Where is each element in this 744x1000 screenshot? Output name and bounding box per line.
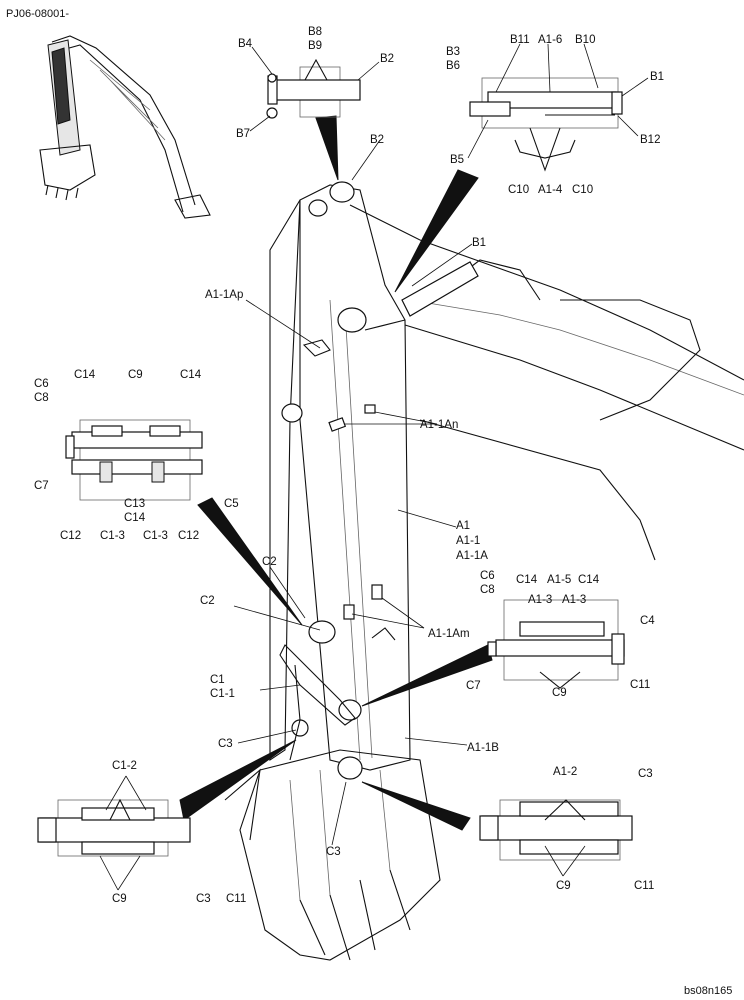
callout-a1-2: A1-2	[553, 766, 577, 778]
callout-c3-low: C3	[326, 846, 341, 858]
callout-b9: B9	[308, 40, 322, 52]
callout-c3-bottom-left: C3	[196, 893, 211, 905]
callout-c1-3-left: C1-3	[100, 530, 125, 542]
leader-lines	[99, 43, 649, 891]
callout-a1-5: A1-5	[547, 574, 571, 586]
callout-a1-1: A1-1	[456, 535, 480, 547]
callout-b5: B5	[450, 154, 464, 166]
callout-b2-mid: B2	[370, 134, 384, 146]
callout-a1-6: A1-6	[538, 34, 562, 46]
callout-b2: B2	[380, 53, 394, 65]
callout-b1: B1	[650, 71, 664, 83]
callout-b11: B11	[510, 34, 530, 46]
callout-c2-a: C2	[262, 556, 277, 568]
callout-c2-b: C2	[200, 595, 215, 607]
detail-pin-bottom-left	[37, 798, 191, 857]
callout-c3-bottom-right: C3	[638, 768, 653, 780]
callout-c11-right: C11	[630, 679, 650, 691]
callout-c1-1: C1-1	[210, 688, 235, 700]
arm-assembly	[224, 181, 744, 961]
detail-pin-b1	[469, 77, 623, 172]
callout-c8-left: C8	[34, 392, 49, 404]
callout-a1-1ap: A1-1Ap	[205, 289, 243, 301]
callout-c6-right: C6	[480, 570, 495, 582]
detail-pointers	[179, 115, 493, 831]
callout-c9-right: C9	[552, 687, 567, 699]
callout-b10: B10	[575, 34, 595, 46]
callout-b3: B3	[446, 46, 460, 58]
callout-c4: C4	[640, 615, 655, 627]
callout-c10-left: C10	[508, 184, 529, 196]
callout-b7: B7	[236, 128, 250, 140]
callout-c1-2: C1-2	[112, 760, 137, 772]
callout-c9-left: C9	[128, 369, 143, 381]
callout-c14-right-1: C14	[516, 574, 538, 586]
callout-a1-1am: A1-1Am	[428, 628, 470, 640]
callout-c5: C5	[224, 498, 239, 510]
callout-c1-3-right: C1-3	[143, 530, 168, 542]
callout-c12-left: C12	[60, 530, 81, 542]
callout-c9-bottom-left: C9	[112, 893, 127, 905]
callout-c10-right: C10	[572, 184, 593, 196]
callout-c14-left-3: C14	[124, 512, 146, 524]
callout-c8-right: C8	[480, 584, 495, 596]
excavator-thumbnail	[39, 35, 211, 219]
callout-c11-bottom-left: C11	[226, 893, 246, 905]
callout-c11-bottom-right: C11	[634, 880, 654, 892]
detail-pin-bottom-right	[479, 799, 633, 861]
callout-b8: B8	[308, 26, 322, 38]
callout-a1-1a: A1-1A	[456, 550, 488, 562]
callout-c13: C13	[124, 498, 145, 510]
callout-c3-mid: C3	[218, 738, 233, 750]
callout-c1: C1	[210, 674, 225, 686]
callout-c14-left-2: C14	[180, 369, 202, 381]
callout-a1-3-left: A1-3	[528, 594, 552, 606]
callout-labels: B4 B8 B9 B2 B7 B3 B6 B11 A1-6 B10 B1 B12…	[34, 26, 664, 905]
callout-c7-right: C7	[466, 680, 481, 692]
callout-b12: B12	[640, 134, 660, 146]
callout-b6: B6	[446, 60, 460, 72]
callout-a1: A1	[456, 520, 470, 532]
callout-c14-right-2: C14	[578, 574, 600, 586]
detail-pin-c9-right	[487, 599, 625, 689]
callout-c14-left-1: C14	[74, 369, 96, 381]
callout-a1-1an: A1-1An	[420, 419, 458, 431]
callout-b1-mid: B1	[472, 237, 486, 249]
callout-b4: B4	[238, 38, 253, 50]
callout-c6-left: C6	[34, 378, 49, 390]
doc-code: PJ06-08001-	[6, 8, 69, 20]
callout-a1-3-right: A1-3	[562, 594, 586, 606]
callout-a1-1b: A1-1B	[467, 742, 499, 754]
detail-pin-c9-left	[65, 419, 203, 501]
callout-c9-bottom-right: C9	[556, 880, 571, 892]
detail-pin-b2	[266, 58, 361, 119]
drawing-code: bs08n165	[684, 985, 732, 997]
callout-a1-4: A1-4	[538, 184, 563, 196]
callout-c7-left: C7	[34, 480, 49, 492]
callout-c12-right: C12	[178, 530, 199, 542]
